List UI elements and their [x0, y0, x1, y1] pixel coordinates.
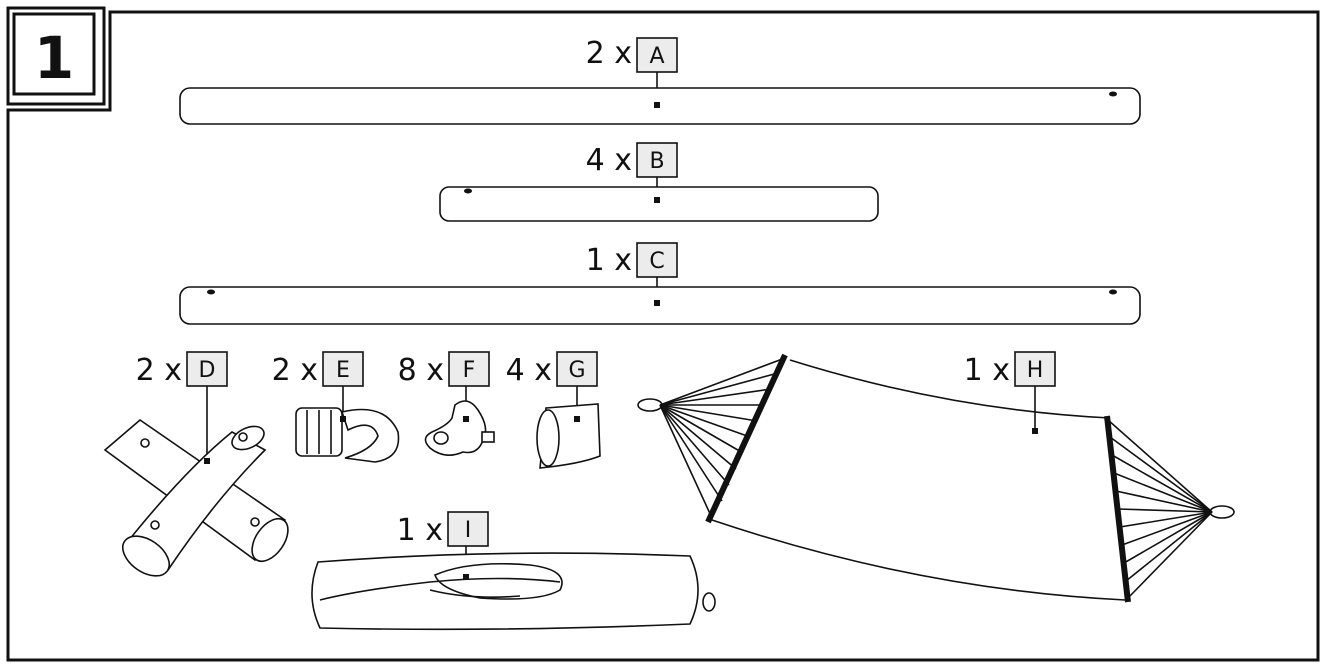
- part-a-letter: A: [649, 44, 664, 69]
- part-e: 2 x E: [272, 351, 400, 463]
- part-b: 4 x B: [439, 142, 879, 222]
- part-i-label-box: [447, 511, 489, 547]
- part-f: 8 x F: [398, 351, 495, 456]
- step-number-box: [12, 12, 96, 96]
- part-a-label-box: [636, 37, 678, 73]
- part-d: 2 x D: [103, 351, 289, 577]
- part-h-letter: H: [1027, 358, 1044, 383]
- part-c: 1 x C: [179, 242, 1141, 325]
- part-d-label-box: [186, 351, 228, 387]
- part-b-letter: B: [649, 149, 664, 174]
- step-tab-shadow: [6, 6, 106, 106]
- part-a: 2 x A: [179, 36, 1141, 125]
- part-b-label-box: [636, 142, 678, 178]
- part-c-letter: C: [649, 249, 664, 274]
- part-g-quantity: 4 x: [506, 353, 552, 388]
- diagram-frame: [6, 10, 1320, 662]
- step-number: 1: [34, 24, 74, 92]
- part-d-quantity: 2 x: [136, 353, 182, 388]
- part-h: 1 x H: [637, 351, 1235, 603]
- part-g-letter: G: [568, 358, 585, 383]
- part-e-quantity: 2 x: [272, 353, 318, 388]
- part-i-letter: I: [465, 518, 472, 543]
- part-i-quantity: 1 x: [397, 513, 443, 548]
- part-f-letter: F: [463, 358, 476, 383]
- tube-b: [439, 186, 879, 222]
- part-a-quantity: 2 x: [586, 36, 632, 71]
- part-b-quantity: 4 x: [586, 143, 632, 178]
- part-i: 1 x I: [311, 511, 716, 631]
- part-f-quantity: 8 x: [398, 353, 444, 388]
- part-h-quantity: 1 x: [964, 353, 1010, 388]
- part-e-letter: E: [336, 358, 350, 383]
- part-f-label-box: [448, 351, 490, 387]
- part-g: 4 x G: [506, 351, 601, 469]
- part-d-letter: D: [199, 358, 216, 383]
- part-c-quantity: 1 x: [586, 243, 632, 278]
- part-g-label-box: [556, 351, 598, 387]
